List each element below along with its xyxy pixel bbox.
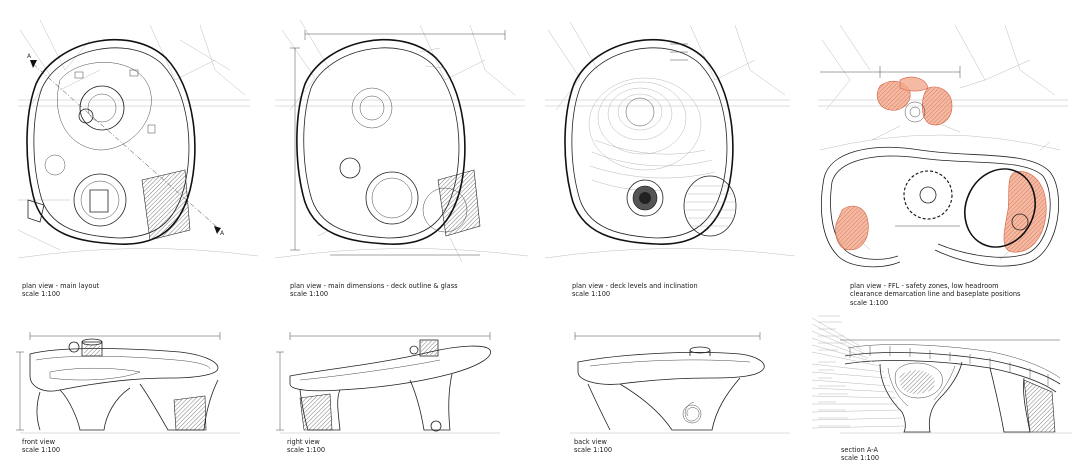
caption-title: plan view - main dimensions - deck outli…: [290, 282, 458, 290]
caption-section-a-a: section A-A scale 1:100: [841, 446, 879, 463]
caption-plan-main-dimensions: plan view - main dimensions - deck outli…: [290, 282, 458, 299]
caption-title: plan view - deck levels and inclination: [572, 282, 698, 290]
caption-scale: scale 1:100: [841, 454, 880, 463]
caption-scale: scale 1:100: [850, 298, 889, 307]
caption-title: back view: [574, 438, 607, 446]
caption-right-view: right view scale 1:100: [287, 438, 325, 455]
caption-title-line1: plan view - FFL - safety zones, low head…: [850, 282, 999, 290]
caption-scale: scale 1:100: [287, 446, 326, 455]
caption-plan-main-layout: plan view - main layout scale 1:100: [22, 282, 99, 299]
plan-main-dimensions: [274, 19, 529, 263]
caption-scale: scale 1:100: [572, 290, 611, 299]
front-view: [16, 332, 240, 434]
caption-back-view: back view scale 1:100: [574, 438, 612, 455]
caption-scale: scale 1:100: [574, 446, 613, 455]
caption-title: section A-A: [841, 446, 878, 454]
plan-main-layout: [17, 19, 259, 259]
back-view: [570, 332, 790, 434]
caption-title: plan view - main layout: [22, 282, 100, 290]
caption-plan-deck-levels: plan view - deck levels and inclination …: [572, 282, 698, 299]
caption-plan-ffl: plan view - FFL - safety zones, low head…: [850, 282, 1021, 307]
section-mark-right: A: [220, 230, 225, 237]
caption-front-view: front view scale 1:100: [22, 438, 60, 455]
plan-deck-levels: [544, 21, 796, 259]
caption-title: front view: [22, 438, 55, 446]
caption-title: right view: [287, 438, 320, 446]
caption-title-line2: clearance demarcation line and baseplate…: [850, 290, 1021, 299]
caption-scale: scale 1:100: [22, 290, 61, 299]
right-view: [276, 332, 500, 434]
caption-scale: scale 1:100: [22, 446, 61, 455]
section-a-a: [811, 315, 1072, 434]
plan-ffl-safety: [818, 24, 1068, 268]
caption-scale: scale 1:100: [290, 290, 329, 299]
section-mark-left: A: [27, 53, 32, 60]
